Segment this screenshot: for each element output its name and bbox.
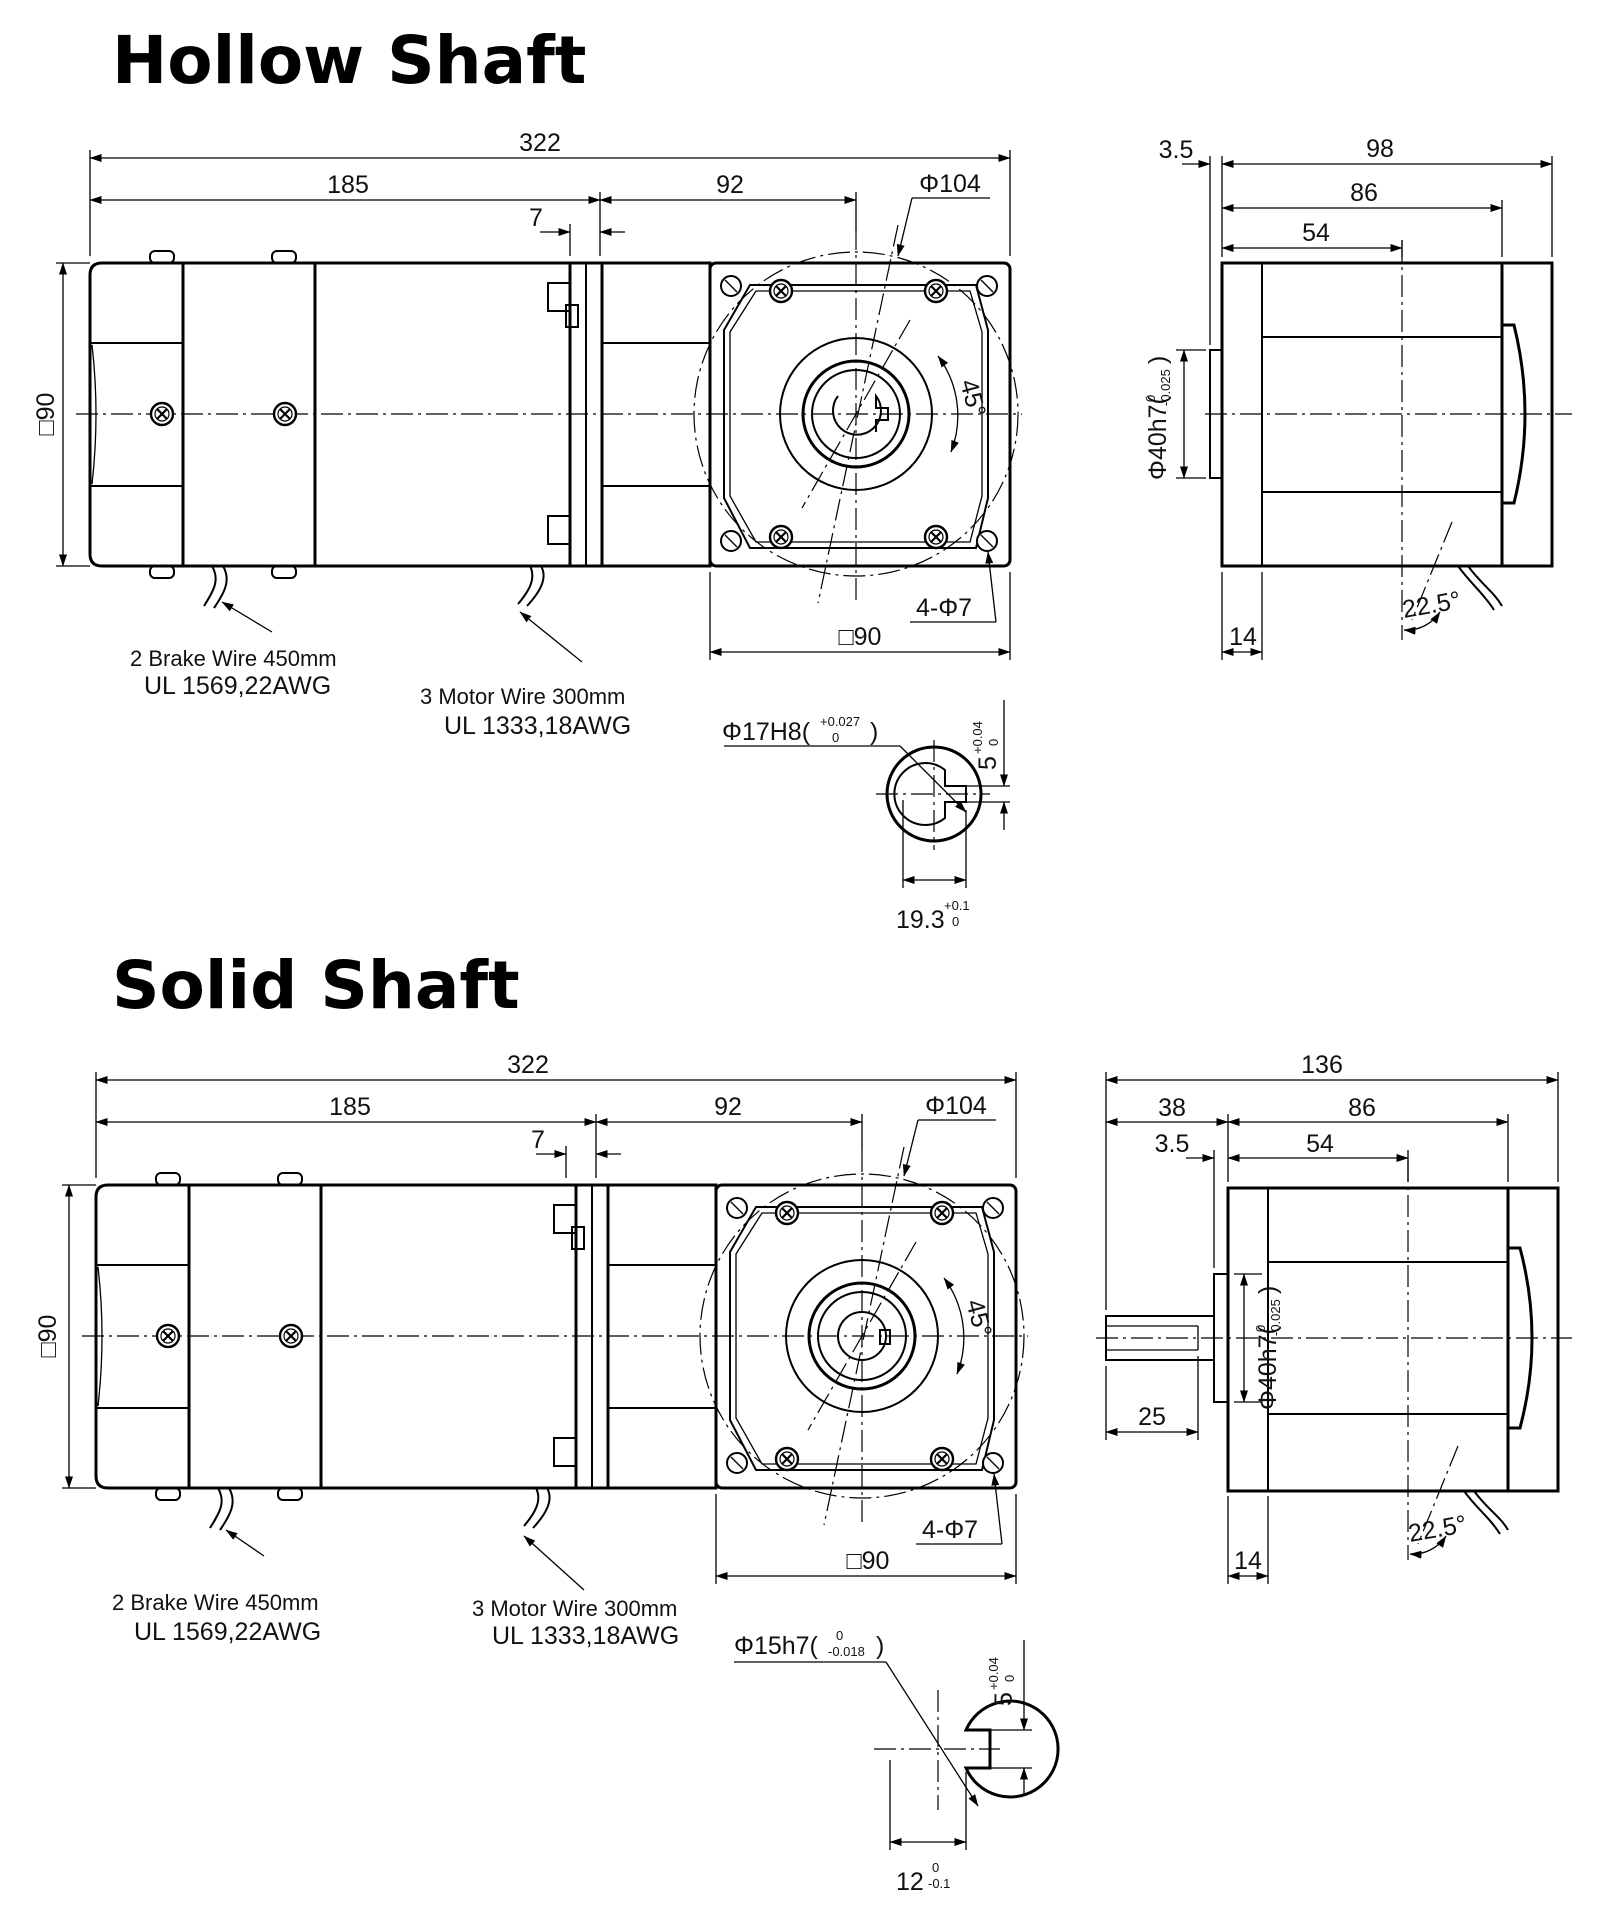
hollow-motor-spec: UL 1333,18AWG — [444, 712, 631, 740]
solid-dim-sq90-front: □90 — [847, 1547, 890, 1575]
hollow-right-14: 14 — [1229, 623, 1257, 651]
hollow-end-view — [1205, 240, 1572, 640]
hollow-right-86: 86 — [1350, 179, 1378, 207]
svg-text:): ) — [870, 718, 878, 746]
solid-right-14: 14 — [1234, 1547, 1262, 1575]
hollow-right-98: 98 — [1366, 135, 1394, 163]
solid-key-w: 5 — [990, 1692, 1018, 1706]
hollow-right-22-5: 22.5° — [1400, 586, 1463, 624]
hollow-bore-detail — [724, 700, 1010, 888]
solid-dim-45: 45° — [960, 1296, 997, 1340]
solid-shaft-tol-up: 0 — [836, 1628, 843, 1643]
solid-right-3-5: 3.5 — [1155, 1130, 1190, 1158]
solid-brake-wire: 2 Brake Wire 450mm — [112, 1590, 319, 1615]
hollow-dim-185: 185 — [327, 171, 369, 199]
svg-text:): ) — [1254, 1286, 1282, 1294]
svg-text:): ) — [1144, 356, 1172, 364]
hollow-dim-phi104: Φ104 — [919, 170, 981, 198]
solid-right-86: 86 — [1348, 1094, 1376, 1122]
solid-shaft-tol-lo: -0.018 — [828, 1644, 865, 1659]
hollow-key-h-tol-up: +0.1 — [944, 898, 970, 913]
svg-text:): ) — [876, 1632, 884, 1660]
hollow-right-3-5: 3.5 — [1159, 136, 1194, 164]
solid-key-h-tol-lo: -0.1 — [928, 1876, 950, 1891]
hollow-bore-label: Φ17H8( — [722, 718, 811, 746]
solid-dim-phi104: Φ104 — [925, 1092, 987, 1120]
hollow-shaft-section: Hollow Shaft 322 185 92 7 Φ104 □90 45° 4… — [32, 22, 1572, 934]
hollow-dim-322: 322 — [519, 129, 561, 157]
solid-right-25: 25 — [1138, 1403, 1166, 1431]
solid-motor-spec: UL 1333,18AWG — [492, 1622, 679, 1650]
hollow-motor-wire: 3 Motor Wire 300mm — [420, 684, 625, 709]
solid-dim-4phi7: 4-Φ7 — [922, 1516, 978, 1544]
solid-dim-185: 185 — [329, 1093, 371, 1121]
hollow-dim-sq90-side: □90 — [32, 393, 60, 436]
hollow-right-phi40-tol-up: 0 — [1143, 395, 1158, 402]
solid-right-38: 38 — [1158, 1094, 1186, 1122]
solid-key-h: 12 — [896, 1868, 924, 1896]
hollow-key-tol-up: +0.04 — [970, 721, 985, 754]
solid-right-22-5: 22.5° — [1406, 1510, 1469, 1548]
solid-right-54: 54 — [1306, 1130, 1334, 1158]
hollow-dim-4phi7: 4-Φ7 — [916, 594, 972, 622]
hollow-dim-92: 92 — [716, 171, 744, 199]
solid-shaft-title: Solid Shaft — [112, 947, 520, 1024]
hollow-right-phi40-tol-lo: -0.025 — [1158, 369, 1173, 406]
solid-dim-7: 7 — [531, 1126, 545, 1154]
solid-right-phi40-tol-up: 0 — [1253, 1325, 1268, 1332]
solid-key-tol-up: +0.04 — [986, 1657, 1001, 1690]
hollow-shaft-title: Hollow Shaft — [112, 22, 586, 99]
solid-key-h-tol-up: 0 — [932, 1860, 939, 1875]
hollow-key-tol-lo: 0 — [986, 739, 1001, 746]
solid-end-view — [1096, 1160, 1572, 1560]
hollow-key-h: 19.3 — [896, 906, 945, 934]
solid-dim-322: 322 — [507, 1051, 549, 1079]
solid-right-136: 136 — [1301, 1051, 1343, 1079]
solid-motor-wire: 3 Motor Wire 300mm — [472, 1596, 677, 1621]
solid-right-phi40: Φ40h7( — [1254, 1325, 1282, 1410]
solid-right-phi40-tol-lo: -0.025 — [1268, 1299, 1283, 1336]
hollow-right-54: 54 — [1302, 219, 1330, 247]
solid-shaft-detail — [734, 1640, 1060, 1850]
solid-dim-92: 92 — [714, 1093, 742, 1121]
hollow-dim-7: 7 — [529, 204, 543, 232]
hollow-dim-sq90-front: □90 — [839, 623, 882, 651]
solid-shaft-label: Φ15h7( — [734, 1632, 819, 1660]
hollow-key-w: 5 — [974, 756, 1002, 770]
solid-dim-sq90-side: □90 — [34, 1315, 62, 1358]
hollow-right-phi40: Φ40h7( — [1144, 395, 1172, 480]
hollow-brake-wire: 2 Brake Wire 450mm — [130, 646, 337, 671]
solid-shaft-section: Solid Shaft 322 185 92 7 Φ104 □90 45° 4-… — [34, 947, 1572, 1896]
hollow-bore-tol-up: +0.027 — [820, 714, 860, 729]
hollow-bore-tol-lo: 0 — [832, 730, 839, 745]
hollow-key-h-tol-lo: 0 — [952, 914, 959, 929]
solid-key-tol-lo: 0 — [1002, 1675, 1017, 1682]
solid-brake-spec: UL 1569,22AWG — [134, 1618, 321, 1646]
hollow-brake-spec: UL 1569,22AWG — [144, 672, 331, 700]
